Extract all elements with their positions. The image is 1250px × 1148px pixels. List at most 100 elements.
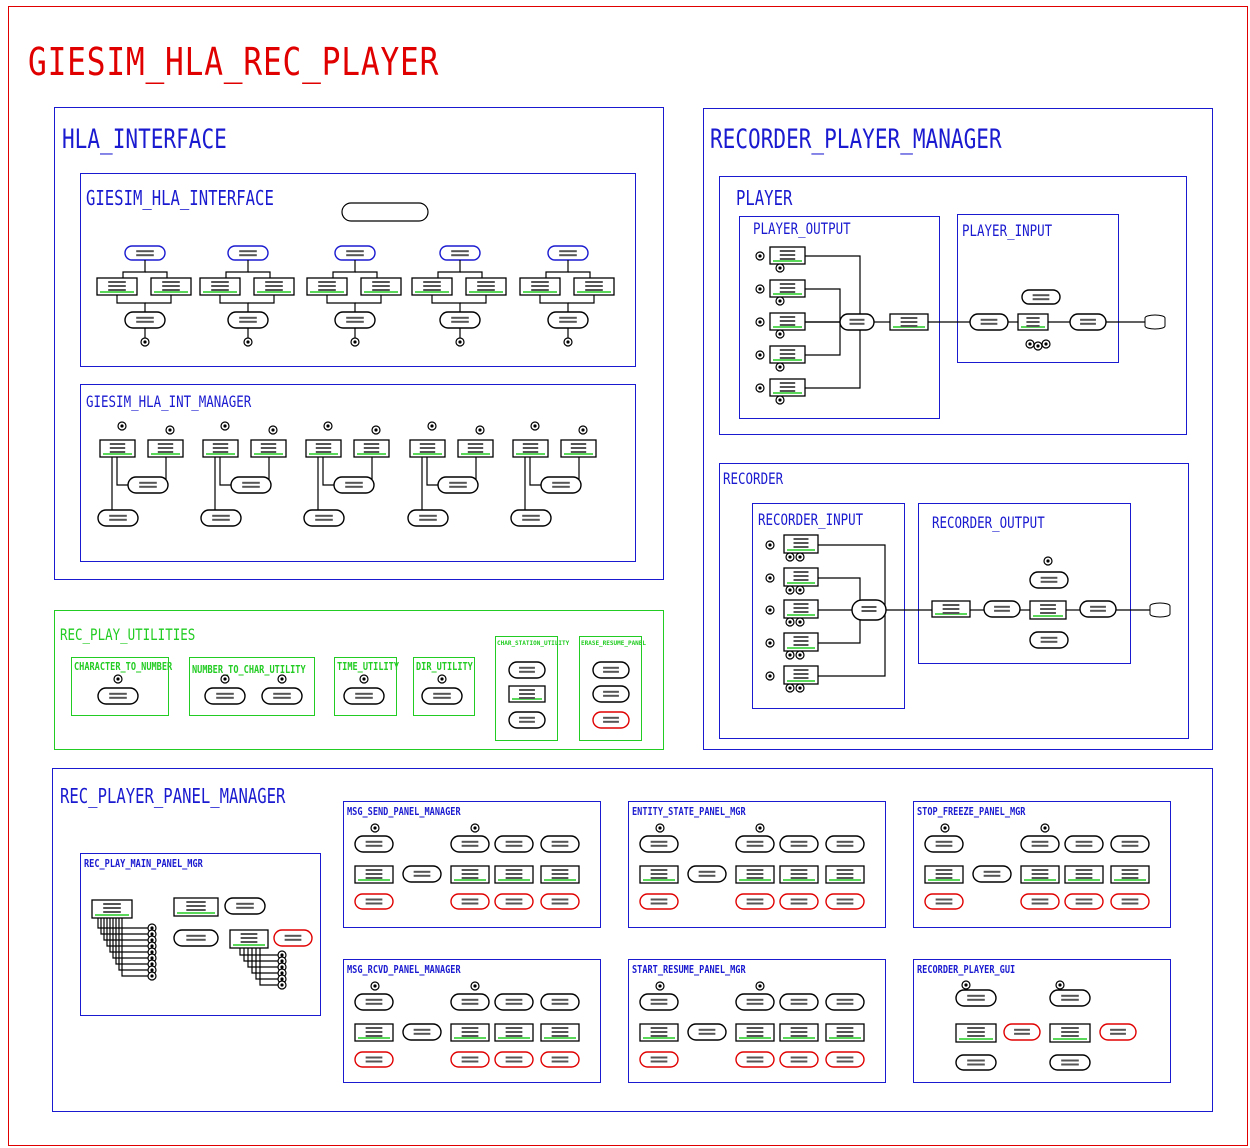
connector: [109, 918, 150, 953]
component-text-stub: [449, 485, 467, 488]
stop-freeze-panel-mgr-package[interactable]: [913, 801, 1171, 928]
port-node-center: [778, 398, 782, 402]
player-input-package[interactable]: [957, 214, 1119, 363]
giesim-hla-int-manager-package[interactable]: [80, 384, 636, 562]
component-pill: [439, 311, 481, 329]
component-text-stub: [552, 481, 570, 484]
rec-player-panel-manager-package[interactable]: [52, 768, 1213, 1112]
player-package[interactable]: [719, 176, 1187, 435]
component-text-stub: [505, 1035, 523, 1037]
component-text-stub: [1121, 877, 1139, 879]
rec-play-utilities-package[interactable]: [54, 610, 664, 750]
port-node-center: [150, 944, 154, 948]
component-text-stub: [372, 281, 390, 283]
component-pill: [124, 245, 166, 261]
component-text-stub: [212, 518, 230, 521]
giesim-hla-interface-package[interactable]: [80, 173, 636, 367]
component-text-stub: [1061, 1063, 1079, 1066]
component-text-stub: [505, 840, 523, 843]
component-text-stub: [212, 514, 230, 517]
component-text-stub: [522, 447, 539, 449]
component-text-stub: [451, 320, 469, 323]
port-node-center: [798, 588, 802, 592]
component-text-stub: [650, 1035, 668, 1037]
entity-state-panel-mgr-package[interactable]: [628, 801, 886, 928]
component-text-stub: [942, 612, 960, 614]
component-text-stub: [983, 874, 1001, 877]
component-text-stub: [779, 386, 796, 388]
port-node-center: [150, 974, 154, 978]
player-output-label: PLAYER_OUTPUT: [753, 219, 851, 238]
port-node-center: [798, 620, 802, 624]
port-node-center: [373, 984, 377, 988]
component-pill: [1020, 835, 1060, 853]
component-text-stub: [790, 1056, 808, 1059]
component-text-stub: [365, 902, 383, 905]
port-node-center: [116, 677, 120, 681]
msg-send-panel-manager-label: MSG_SEND_PANEL_MANAGER: [347, 805, 461, 818]
component-text-stub: [372, 289, 390, 291]
port-node-center: [1036, 344, 1040, 348]
component-text-stub: [746, 840, 764, 843]
component-pill: [97, 509, 139, 527]
character-to-number-package[interactable]: [71, 657, 169, 716]
component-text-stub: [1040, 640, 1058, 643]
component-text-stub: [108, 281, 126, 283]
recorder-player-gui-package[interactable]: [913, 959, 1171, 1083]
char-station-utility-package[interactable]: [495, 636, 558, 741]
component-pill: [261, 687, 303, 705]
recorder-package[interactable]: [719, 463, 1189, 739]
time-utility-package[interactable]: [334, 657, 397, 716]
number-to-char-package[interactable]: [189, 657, 315, 716]
component-text-stub: [551, 998, 569, 1001]
component-pill: [540, 1051, 580, 1068]
port-node-center: [778, 266, 782, 270]
recorder-input-package[interactable]: [752, 503, 905, 709]
component-text-stub: [793, 669, 809, 671]
component-text-stub: [779, 250, 796, 252]
component-text-stub: [746, 873, 764, 875]
recorder-output-package[interactable]: [918, 503, 1131, 664]
component-text-stub: [1031, 877, 1049, 879]
component-text-stub: [1075, 844, 1093, 847]
component-pill: [333, 476, 375, 494]
component-text-stub: [242, 481, 260, 484]
component-pill: [955, 989, 997, 1007]
component-text-stub: [211, 289, 229, 291]
component-text-stub: [836, 902, 854, 905]
msg-rcvd-panel-manager-label: MSG_RCVD_PANEL_MANAGER: [347, 963, 461, 976]
component-text-stub: [650, 869, 668, 871]
msg-send-panel-manager-package[interactable]: [343, 801, 601, 928]
component-text-stub: [980, 322, 998, 325]
port-node-center: [473, 826, 477, 830]
port-node-center: [353, 340, 357, 344]
component-pill: [687, 865, 727, 883]
component-pill: [450, 1051, 490, 1068]
component-text-stub: [157, 447, 174, 449]
component-text-stub: [522, 443, 539, 445]
component-text-stub: [157, 443, 174, 445]
msg-rcvd-panel-manager-package[interactable]: [343, 959, 601, 1083]
port-node-center: [778, 365, 782, 369]
component-pill: [407, 509, 449, 527]
component-text-stub: [413, 1032, 431, 1035]
component-text-stub: [1121, 898, 1139, 901]
connector: [322, 457, 336, 486]
component-text-stub: [461, 1056, 479, 1059]
dir-utility-package[interactable]: [413, 657, 475, 716]
start-resume-panel-mgr-package[interactable]: [628, 959, 886, 1083]
player-output-package[interactable]: [739, 216, 940, 419]
connector: [97, 918, 150, 929]
component-text-stub: [1014, 1032, 1030, 1035]
component-text-stub: [211, 281, 229, 283]
component-text-stub: [1075, 898, 1093, 901]
hla-interface-package[interactable]: [54, 107, 664, 580]
connector: [545, 260, 569, 278]
recorder-player-manager-package[interactable]: [703, 108, 1213, 750]
erase-resume-panel-package[interactable]: [579, 636, 642, 741]
connector: [805, 322, 841, 356]
component-text-stub: [365, 1031, 383, 1033]
component-text-stub: [519, 670, 535, 673]
component-pill: [402, 865, 442, 883]
rec-play-main-panel-mgr-package[interactable]: [80, 853, 321, 1016]
